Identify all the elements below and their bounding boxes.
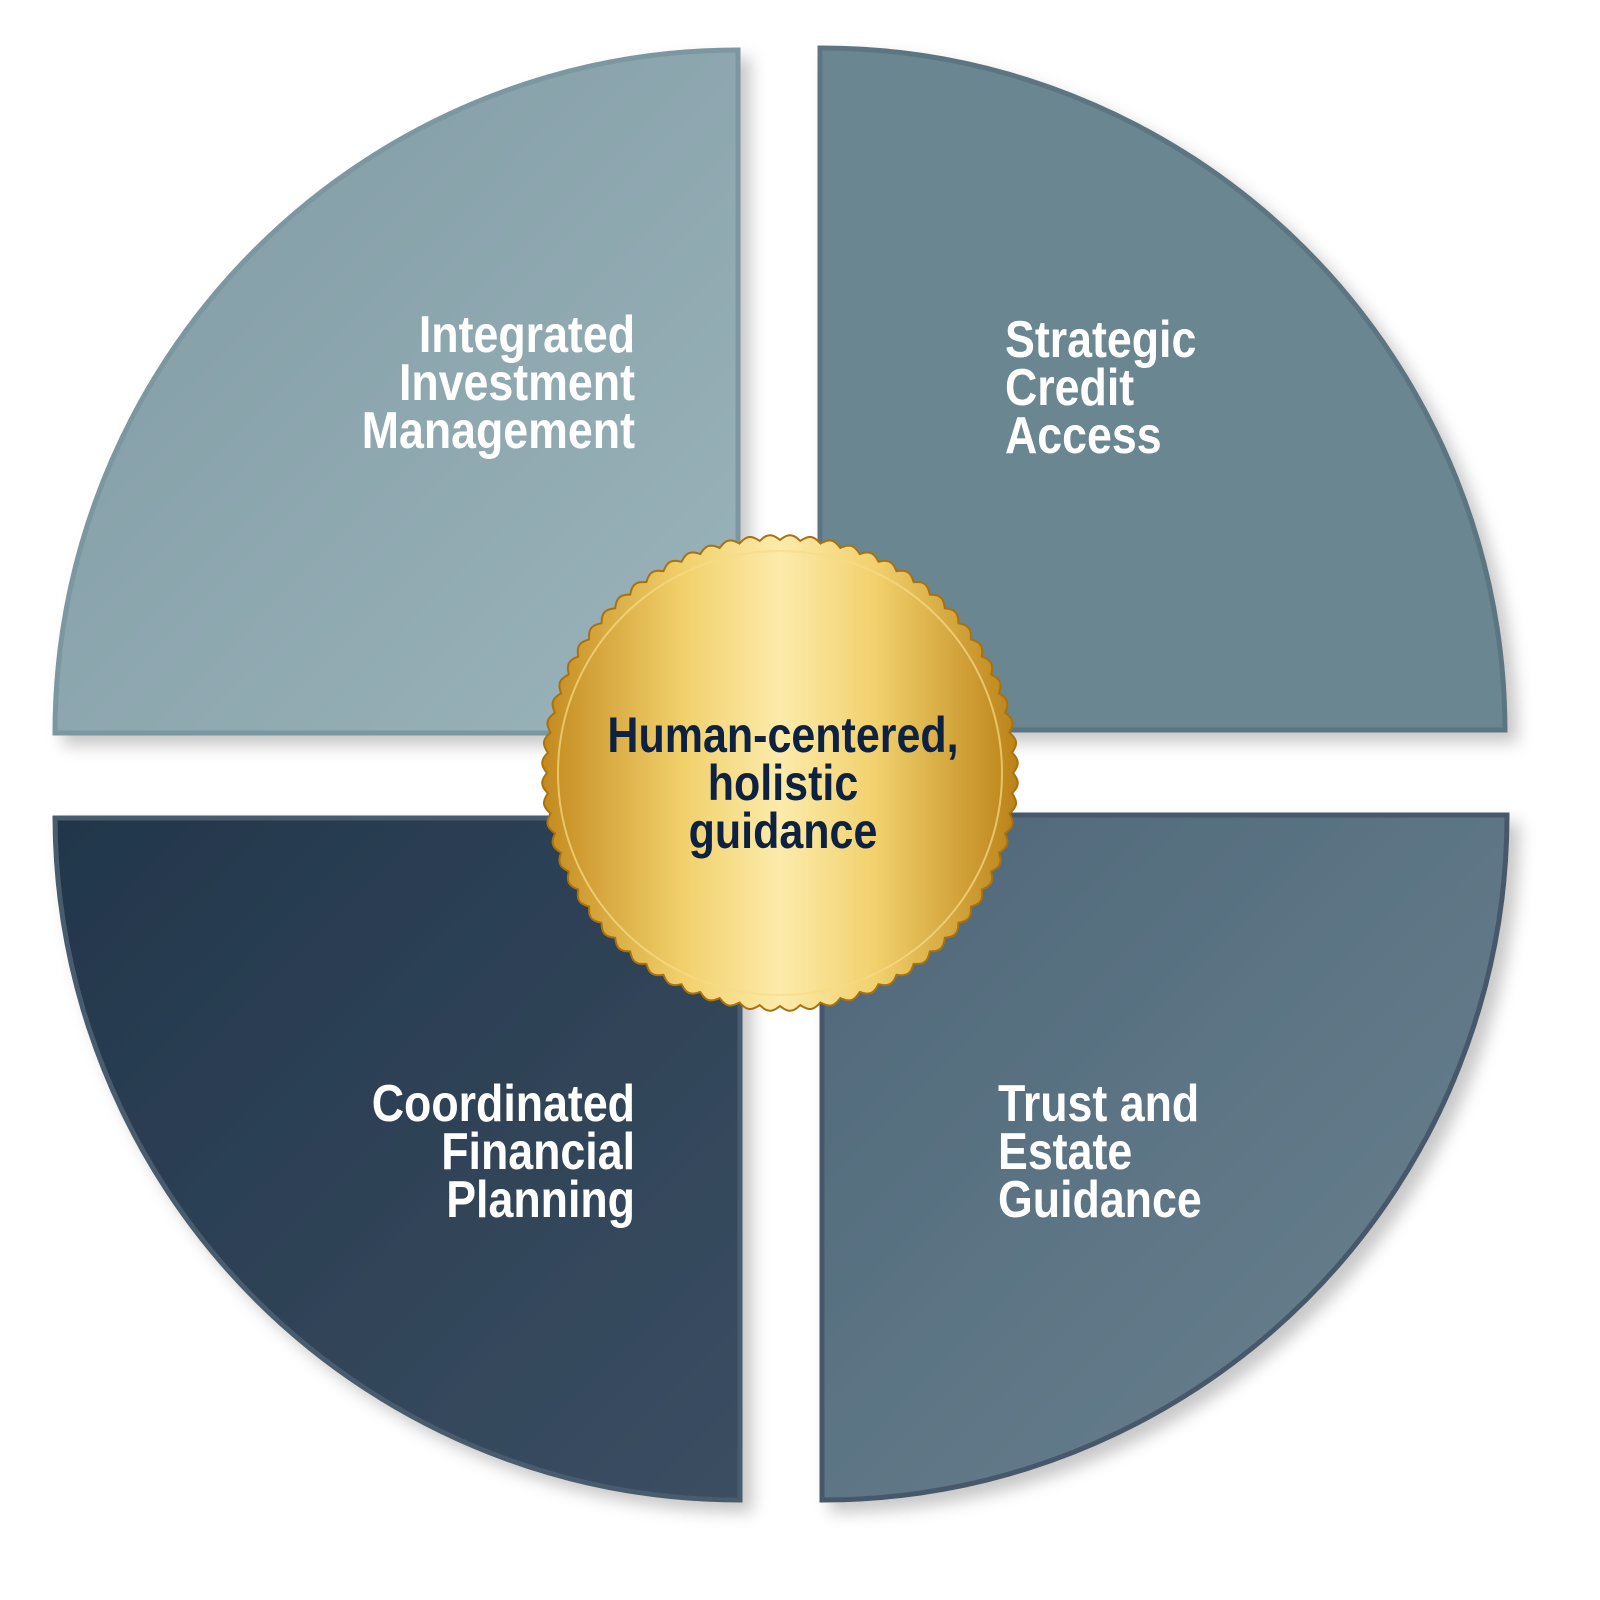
quadrant-bottom-left <box>52 815 743 1503</box>
gold-seal <box>541 534 1019 1012</box>
center-line: holistic <box>708 755 859 811</box>
label-bottom-left: Coordinated Financial Planning <box>372 1075 635 1229</box>
label-line: Access <box>1005 407 1162 465</box>
label-top-left: Integrated Investment Management <box>362 306 635 460</box>
center-text: Human-centered, holistic guidance <box>607 707 958 859</box>
label-bottom-right: Trust and Estate Guidance <box>998 1075 1202 1229</box>
label-line: Credit <box>1005 359 1134 417</box>
label-line: Estate <box>998 1123 1132 1181</box>
label-line: Management <box>362 402 635 460</box>
center-line: guidance <box>689 803 878 859</box>
label-line: Trust and <box>998 1075 1199 1133</box>
label-line: Investment <box>399 354 635 412</box>
label-top-right: Strategic Credit Access <box>1005 311 1196 465</box>
center-line: Human-centered, <box>607 707 958 763</box>
seal-inner-ring <box>557 550 1003 996</box>
label-line: Strategic <box>1005 311 1196 369</box>
quadrant-bottom-right <box>819 812 1510 1503</box>
label-line: Integrated <box>419 306 635 364</box>
label-line: Financial <box>441 1123 635 1181</box>
quadrant-top-right <box>817 45 1508 733</box>
label-line: Planning <box>446 1171 635 1229</box>
quadrant-top-left <box>52 47 741 736</box>
label-line: Coordinated <box>372 1075 635 1133</box>
label-line: Guidance <box>998 1171 1202 1229</box>
